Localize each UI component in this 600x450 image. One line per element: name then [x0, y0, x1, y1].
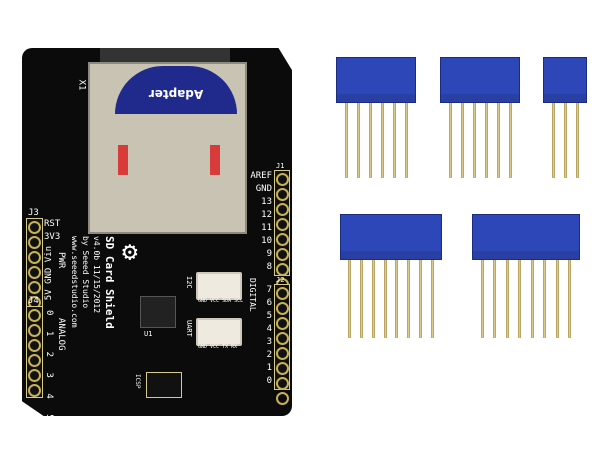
header-pin: [360, 260, 364, 338]
icsp-label: ICSP: [134, 374, 141, 389]
header-pin: [368, 103, 372, 178]
j1-label: J1: [276, 162, 285, 170]
shield-title: SD Card Shield: [103, 236, 116, 329]
analog-pin-numbers: 0 1 2 3 4 5: [44, 310, 54, 425]
slot-spring-left: [118, 145, 128, 175]
stackable-header-6pin-b: [440, 57, 520, 178]
pin-13: 13: [261, 197, 272, 207]
header-pin: [395, 260, 399, 338]
header-pins: [340, 260, 442, 338]
header-pin: [430, 260, 434, 338]
header-pin: [543, 260, 547, 338]
digital-low-header: [274, 284, 290, 405]
pin-3: 3: [266, 337, 272, 347]
j3-label: J3: [28, 208, 39, 218]
header-pin: [496, 103, 500, 178]
pin-10: 10: [261, 236, 272, 246]
header-pins: [336, 103, 416, 178]
header-pin: [480, 260, 484, 338]
pin-aref: AREF: [250, 171, 272, 181]
rst-label: RST: [44, 219, 61, 229]
header-pin: [472, 103, 476, 178]
level-shifter-chip: [140, 296, 176, 328]
header-pin: [371, 260, 375, 338]
header-housing: [543, 57, 587, 103]
stackable-header-8pin-a: [340, 214, 442, 338]
header-pin: [344, 103, 348, 178]
stackable-header-3pin: [543, 57, 587, 178]
header-pin: [407, 260, 411, 338]
header-pin: [383, 260, 387, 338]
digital-label: DIGITAL: [248, 278, 257, 312]
stackable-header-6pin-a: [336, 57, 416, 178]
pin-6: 6: [266, 298, 272, 308]
header-housing: [440, 57, 520, 103]
pin-12: 12: [261, 210, 272, 220]
j2-label: J2: [276, 276, 285, 284]
u1-label: U1: [144, 330, 153, 338]
website-label: www.seeedstudio.com: [70, 236, 79, 328]
analog-header: [26, 306, 43, 398]
power-header: [26, 218, 43, 310]
header-pin: [380, 103, 384, 178]
version-label: v4.0b 11/15/2012: [92, 236, 101, 314]
pin-0: 0: [266, 376, 272, 386]
pin-2: 2: [266, 350, 272, 360]
header-pin: [508, 103, 512, 178]
analog-label: ANALOG: [56, 318, 66, 351]
uart-grove-connector: [196, 318, 242, 346]
header-pins: [472, 260, 580, 338]
uart-label: UART: [185, 320, 193, 337]
header-housing: [336, 57, 416, 103]
header-housing: [472, 214, 580, 260]
header-pin: [568, 260, 572, 338]
header-pin: [460, 103, 464, 178]
header-pin: [563, 103, 567, 178]
stackable-header-8pin-b: [472, 214, 580, 338]
i2c-pin-labels: GND VCC SDA SCL: [198, 298, 244, 304]
header-pin: [518, 260, 522, 338]
header-pin: [484, 103, 488, 178]
pwr-label: PWR: [56, 252, 66, 269]
5v-gnd-vin-label: 5V GND Vin: [44, 246, 54, 301]
header-pins: [543, 103, 587, 178]
header-pin: [555, 260, 559, 338]
header-pin: [448, 103, 452, 178]
i2c-label: I2C: [185, 276, 193, 289]
header-pin: [575, 103, 579, 178]
pin-gnd: GND: [255, 184, 272, 194]
header-pins: [440, 103, 520, 178]
pin-7: 7: [266, 285, 272, 295]
pin-9: 9: [266, 249, 272, 259]
header-housing: [340, 214, 442, 260]
header-pin: [404, 103, 408, 178]
pin-8: 8: [266, 262, 272, 272]
header-pin: [356, 103, 360, 178]
digital-high-header: [274, 170, 290, 291]
icsp-header: [146, 372, 182, 398]
gear-logo-icon: ⚙: [122, 237, 138, 267]
x1-label: X1: [76, 79, 87, 91]
pin-4: 4: [266, 324, 272, 334]
header-pin: [418, 260, 422, 338]
header-pin: [493, 260, 497, 338]
header-pin: [392, 103, 396, 178]
header-pin: [348, 260, 352, 338]
header-pin: [505, 260, 509, 338]
digital-low-labels: 7 6 5 4 3 2 1 0: [260, 284, 272, 388]
maker-label: by Seeed Studio: [81, 236, 90, 309]
j4-label: J4: [28, 296, 39, 306]
header-pin: [530, 260, 534, 338]
pin-5: 5: [266, 311, 272, 321]
digital-high-labels: AREF GND 13 12 11 10 9 8: [244, 170, 272, 274]
slot-spring-right: [210, 145, 220, 175]
pin-11: 11: [261, 223, 272, 233]
uart-pin-labels: GND VCC TX RX: [198, 344, 238, 350]
3v3-label: 3V3: [44, 232, 61, 242]
header-pin: [551, 103, 555, 178]
pin-1: 1: [266, 363, 272, 373]
i2c-grove-connector: [196, 272, 242, 300]
